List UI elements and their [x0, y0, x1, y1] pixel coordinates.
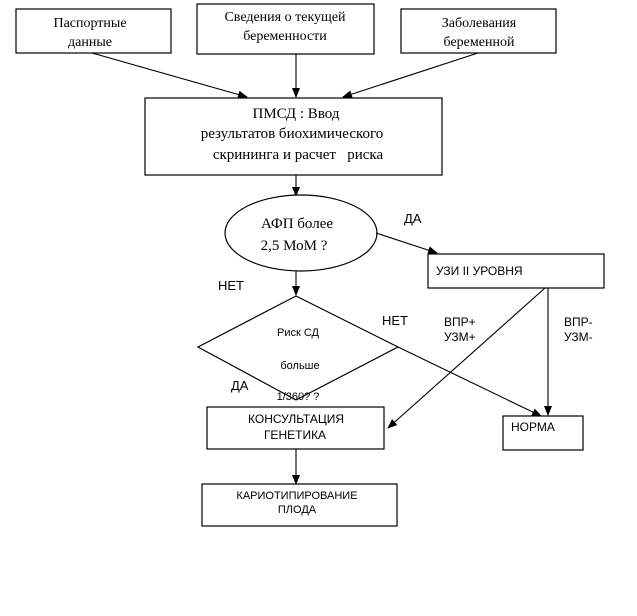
- arrow-diseases-to-pmsd: [342, 52, 479, 99]
- consult-line-1: КОНСУЛЬТАЦИЯ: [248, 412, 344, 426]
- diseases-line-1: Заболевания: [442, 16, 517, 31]
- risk-line-3: 1/360? ?: [277, 391, 320, 403]
- risk-yes-label: ДА: [231, 378, 249, 393]
- afp-yes-label: ДА: [404, 211, 422, 226]
- pmsd-input-box: ПМСД : Ввод результатов биохимического с…: [144, 97, 443, 176]
- pmsd-line-2: результатов биохимического: [201, 126, 384, 142]
- pregnant-diseases-box: Заболевания беременной: [400, 8, 557, 54]
- pregnancy-info-box: Сведения о текущей беременности: [196, 3, 375, 55]
- afp-line-1: АФП более: [261, 216, 333, 232]
- passport-line-1: Паспортные: [53, 16, 126, 31]
- uzi-label: УЗИ II УРОВНЯ: [436, 264, 523, 278]
- karyotyping-box: КАРИОТИПИРОВАНИЕ ПЛОДА: [201, 483, 398, 527]
- norma-box: НОРМА: [502, 415, 584, 451]
- karyo-line-2: ПЛОДА: [278, 504, 317, 516]
- arrow-passport-to-pmsd: [91, 52, 248, 99]
- afp-decision-ellipse: АФП более 2,5 МоМ ?: [224, 194, 378, 272]
- diseases-line-2: беременной: [444, 35, 515, 50]
- karyo-line-1: КАРИОТИПИРОВАНИЕ: [236, 490, 357, 502]
- risk-no-label: НЕТ: [382, 313, 408, 328]
- arrow-risk-no-to-norma: [397, 346, 542, 417]
- arrow-afp-yes-to-uzi: [375, 232, 438, 254]
- vpr-positive-line-1: ВПР+: [444, 315, 476, 329]
- passport-data-box: Паспортные данные: [15, 8, 172, 54]
- pregnancy-line-2: беременности: [243, 29, 327, 44]
- afp-line-2: 2,5 МоМ ?: [261, 238, 328, 254]
- genetic-consultation-box: КОНСУЛЬТАЦИЯ ГЕНЕТИКА: [206, 406, 385, 450]
- vpr-positive-line-2: УЗМ+: [444, 330, 476, 344]
- risk-line-1: Риск СД: [277, 327, 320, 339]
- uzi-level-2-box: УЗИ II УРОВНЯ: [427, 253, 605, 289]
- risk-line-2: больше: [280, 360, 319, 372]
- norma-label: НОРМА: [511, 420, 555, 434]
- pmsd-line-3: скрининга и расчет риска: [213, 147, 384, 163]
- vpr-negative-line-2: УЗМ-: [564, 330, 593, 344]
- pregnancy-line-1: Сведения о текущей: [224, 10, 346, 25]
- risk-decision-diamond: Риск СД больше 1/360? ?: [196, 295, 400, 403]
- arrow-uzi-positive-to-consult: [387, 287, 546, 429]
- afp-no-label: НЕТ: [218, 278, 244, 293]
- passport-line-2: данные: [68, 35, 112, 50]
- consult-line-2: ГЕНЕТИКА: [264, 428, 326, 442]
- pmsd-line-1: ПМСД : Ввод: [252, 106, 339, 122]
- vpr-negative-line-1: ВПР-: [564, 315, 593, 329]
